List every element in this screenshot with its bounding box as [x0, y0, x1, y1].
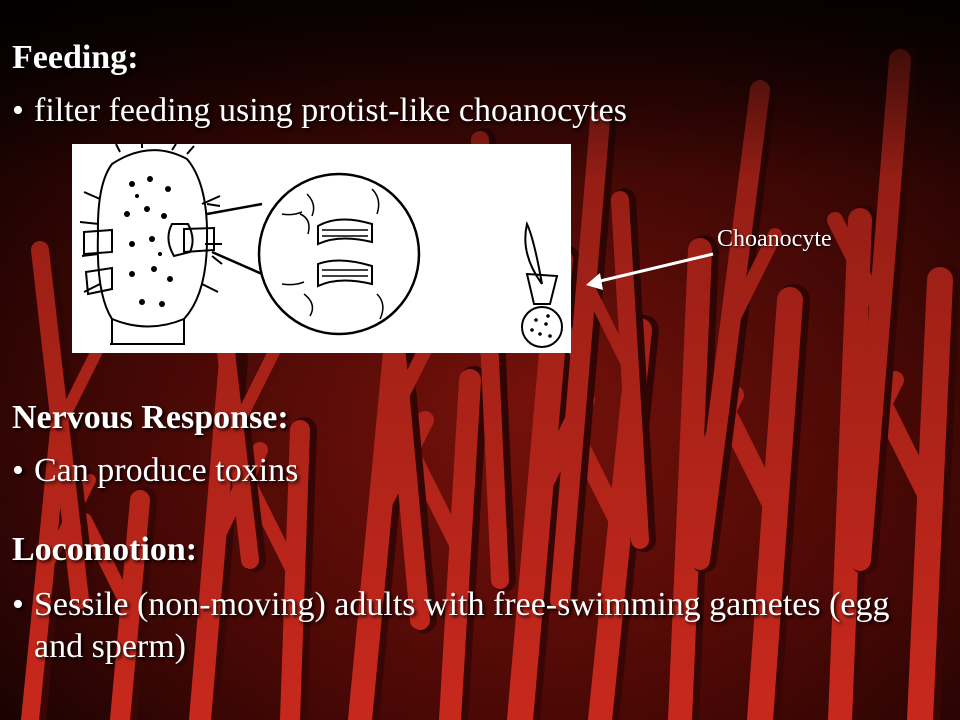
choanocyte-label: Choanocyte [717, 226, 832, 252]
bullet-dot: • [12, 92, 24, 129]
feeding-heading: Feeding: [12, 39, 139, 76]
magnified-wall-circle [257, 172, 421, 336]
choanocyte-cell [521, 306, 563, 348]
choanocyte-flagellum [524, 220, 543, 285]
bullet-dot: • [12, 586, 24, 623]
bullet-dot: • [12, 452, 24, 489]
sponge-diagram-icon [79, 144, 563, 348]
locomotion-bullet-text: Sessile (non-moving) adults with free-sw… [34, 586, 890, 665]
feeding-bullet-text: filter feeding using protist-like choano… [34, 92, 627, 129]
locomotion-heading: Locomotion: [12, 531, 198, 568]
feeding-bullet: • filter feeding using protist-like choan… [12, 90, 912, 132]
nervous-response-bullet: • Can produce toxins [12, 450, 912, 492]
locomotion-bullet: • Sessile (non-moving) adults with free-s… [12, 584, 914, 668]
nervous-response-bullet-text: Can produce toxins [34, 452, 299, 489]
sponge-choanocyte-diagram [72, 144, 571, 353]
sponge-body [96, 149, 209, 345]
nervous-response-heading: Nervous Response: [12, 399, 289, 436]
